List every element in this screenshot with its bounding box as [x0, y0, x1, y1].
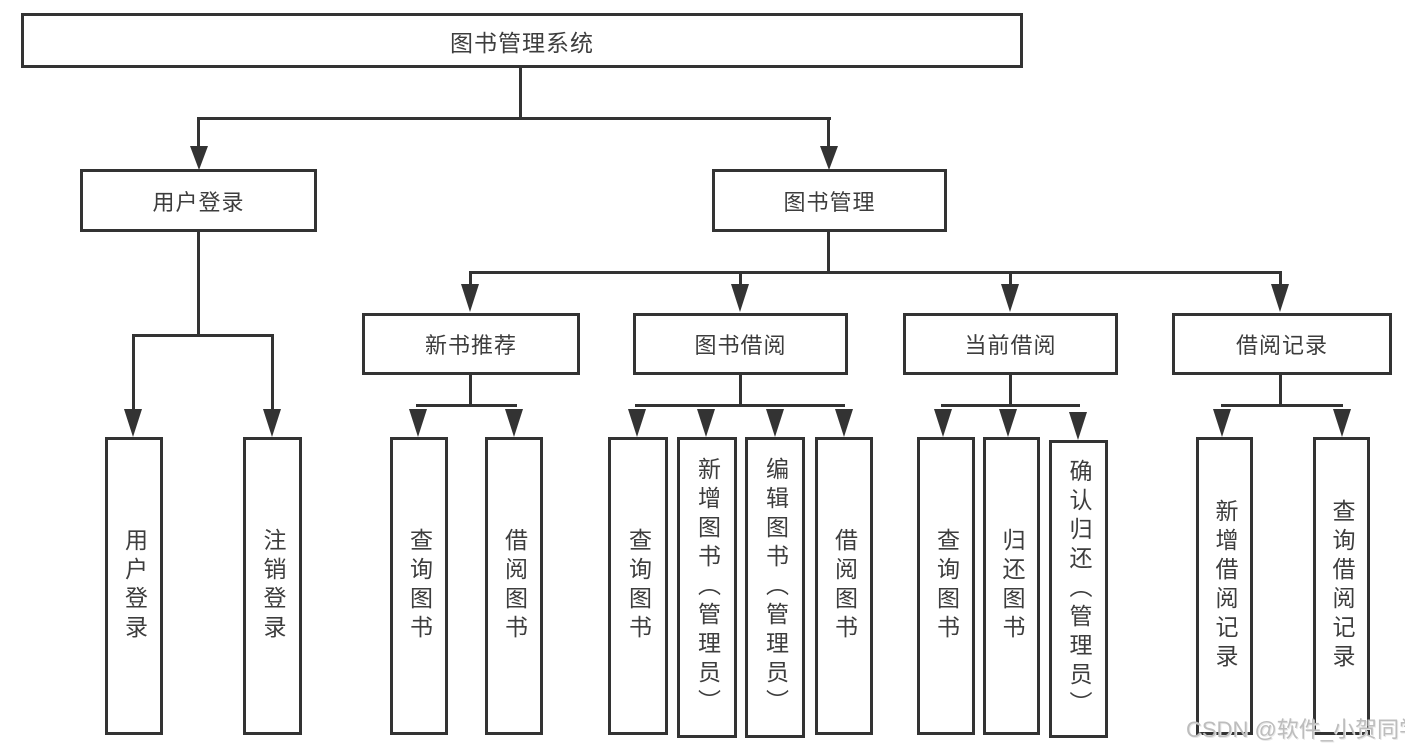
arrow-down-icon: [124, 409, 142, 437]
arrow-down-icon: [628, 409, 646, 437]
node-book-borrow: 图书借阅: [633, 313, 848, 375]
connector-line: [469, 375, 472, 406]
leaf-confirm-return-admin: 确认归还（管理员）: [1049, 440, 1108, 738]
node-new-book-recommend: 新书推荐: [362, 313, 580, 375]
arrow-down-icon: [934, 409, 952, 437]
connector-line: [132, 334, 135, 411]
node-label: 确认归还（管理员）: [1066, 458, 1092, 720]
connector-line: [1279, 375, 1282, 406]
arrow-down-icon: [1069, 412, 1087, 440]
arrow-down-icon: [190, 146, 208, 170]
leaf-query-books: 查询图书: [390, 437, 448, 735]
node-label: 借阅图书: [501, 528, 528, 644]
node-label: 借阅图书: [831, 528, 858, 644]
arrow-down-icon: [766, 409, 784, 437]
arrow-down-icon: [999, 409, 1017, 437]
connector-line: [1009, 375, 1012, 406]
node-book-management: 图书管理: [712, 169, 947, 232]
connector-line: [739, 271, 742, 286]
connector-line: [271, 334, 274, 411]
arrow-down-icon: [1333, 409, 1351, 437]
node-label: 用户登录: [121, 528, 148, 644]
connector-line: [739, 375, 742, 406]
arrow-down-icon: [505, 409, 523, 437]
connector-line: [1221, 404, 1343, 407]
node-user-login: 用户登录: [80, 169, 317, 232]
leaf-query-books: 查询图书: [917, 437, 975, 735]
leaf-add-books-admin: 新增图书（管理员）: [677, 437, 737, 738]
connector-line: [132, 334, 274, 337]
arrow-down-icon: [409, 409, 427, 437]
node-label: 归还图书: [999, 528, 1025, 644]
node-label: 新增借阅记录: [1212, 499, 1238, 673]
arrow-down-icon: [1271, 284, 1289, 312]
node-label: 新书推荐: [424, 333, 517, 358]
connector-line: [827, 232, 830, 274]
connector-line: [197, 117, 831, 120]
node-label: 查询图书: [406, 528, 433, 644]
arrow-down-icon: [461, 284, 479, 312]
node-borrow-records: 借阅记录: [1172, 313, 1392, 375]
csdn-watermark: CSDN @软件_小贺同学: [1186, 717, 1405, 742]
connector-line: [1009, 271, 1012, 286]
arrow-down-icon: [820, 146, 838, 170]
node-label: 用户登录: [152, 189, 245, 215]
arrow-down-icon: [1001, 284, 1019, 312]
connector-line: [416, 404, 517, 407]
leaf-logout: 注销登录: [243, 437, 302, 735]
node-label: 查询图书: [933, 528, 960, 644]
leaf-user-login: 用户登录: [105, 437, 163, 735]
connector-line: [635, 404, 845, 407]
node-label: 编辑图书（管理员）: [762, 457, 789, 718]
node-label: 新增图书（管理员）: [694, 457, 721, 718]
node-label: 当前借阅: [964, 333, 1057, 358]
arrow-down-icon: [835, 409, 853, 437]
node-label: 查询借阅记录: [1329, 499, 1355, 673]
node-library-system: 图书管理系统: [21, 13, 1023, 68]
arrow-down-icon: [697, 409, 715, 437]
connector-line: [469, 271, 472, 286]
leaf-return-books: 归还图书: [983, 437, 1040, 735]
connector-line: [1279, 271, 1282, 286]
leaf-borrow-books: 借阅图书: [485, 437, 543, 735]
node-label: 查询图书: [625, 528, 652, 644]
arrow-down-icon: [1213, 409, 1231, 437]
leaf-query-books: 查询图书: [608, 437, 668, 735]
node-label: 注销登录: [260, 528, 286, 644]
node-label: 借阅记录: [1235, 333, 1328, 358]
leaf-borrow-books: 借阅图书: [815, 437, 873, 735]
connector-line: [519, 68, 522, 120]
leaf-edit-books-admin: 编辑图书（管理员）: [745, 437, 805, 738]
connector-line: [941, 404, 1080, 407]
node-label: 图书管理系统: [450, 29, 594, 56]
arrow-down-icon: [731, 284, 749, 312]
connector-line: [469, 271, 1282, 274]
node-current-borrow: 当前借阅: [903, 313, 1118, 375]
node-label: 图书借阅: [694, 333, 787, 358]
arrow-down-icon: [263, 409, 281, 437]
connector-line: [197, 117, 200, 148]
leaf-add-borrow-record: 新增借阅记录: [1196, 437, 1253, 735]
node-label: 图书管理: [783, 189, 876, 215]
connector-line: [197, 232, 200, 337]
connector-line: [827, 117, 830, 148]
leaf-query-borrow-record: 查询借阅记录: [1313, 437, 1370, 735]
